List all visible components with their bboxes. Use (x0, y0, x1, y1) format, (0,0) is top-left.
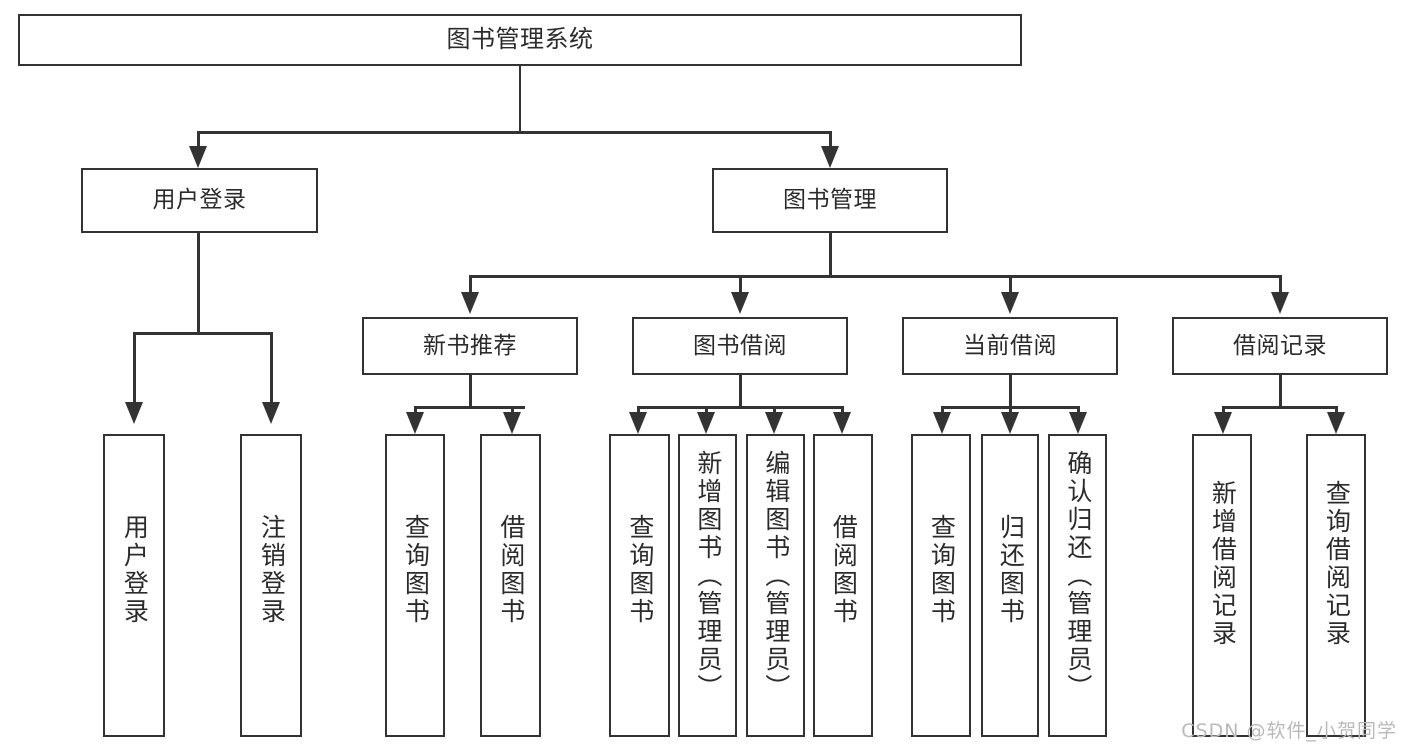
connector-user-login-stem (197, 233, 200, 333)
leaf-label: 查询图书 (401, 514, 431, 626)
connector-book-manage-drop-3 (1009, 275, 1012, 297)
connector-book-manage-drop-4 (1279, 275, 1282, 297)
leaf-nb-query-book[interactable]: 查询图书 (385, 434, 445, 737)
leaf-br-add-record[interactable]: 新增借阅记录 (1192, 434, 1252, 737)
leaf-label: 查询图书 (625, 514, 655, 626)
node-label: 图书管理系统 (446, 25, 594, 54)
connector-book-manage-drop-1 (469, 275, 472, 297)
arrow-to-borrow-record (1271, 292, 1289, 314)
connector-book-manage-drop-2 (739, 275, 742, 297)
leaf-label: 归还图书 (996, 514, 1026, 626)
connector-book-manage-bus (470, 275, 1280, 278)
arrow-to-leaf-br-2 (1327, 412, 1345, 434)
leaf-label: 新增借阅记录 (1208, 480, 1238, 648)
node-new-book-recommendation[interactable]: 新书推荐 (362, 317, 578, 375)
leaf-cb-query-book[interactable]: 查询图书 (911, 434, 971, 737)
connector-borrow-book-stem (739, 375, 742, 407)
leaf-label: 确认归还（管理员） (1063, 450, 1093, 702)
arrow-to-leaf-br-1 (1214, 412, 1232, 434)
leaf-label: 注销登录 (257, 514, 287, 626)
connector-root-bus (198, 131, 831, 134)
arrow-to-user-login (189, 146, 207, 168)
leaf-bb-edit-book-admin[interactable]: 编辑图书（管理员） (746, 434, 805, 737)
arrow-to-leaf-bb-2 (697, 412, 715, 434)
leaf-label: 借阅图书 (496, 514, 526, 626)
arrow-to-leaf-cb-2 (1001, 412, 1019, 434)
connector-borrow-book-bus (638, 406, 843, 409)
node-root-book-management-system[interactable]: 图书管理系统 (18, 14, 1022, 66)
arrow-to-leaf-bb-3 (765, 412, 783, 434)
leaf-label: 借阅图书 (829, 514, 859, 626)
connector-book-manage-stem (829, 233, 832, 276)
leaf-bb-borrow-book[interactable]: 借阅图书 (813, 434, 873, 737)
connector-root-stem (518, 66, 521, 132)
node-book-management[interactable]: 图书管理 (712, 168, 948, 233)
arrow-to-borrow-book (731, 292, 749, 314)
leaf-cb-return-book[interactable]: 归还图书 (981, 434, 1039, 737)
leaf-bb-add-book-admin[interactable]: 新增图书（管理员） (678, 434, 737, 737)
leaf-nb-borrow-book[interactable]: 借阅图书 (480, 434, 541, 737)
connector-root-drop-1 (197, 131, 200, 151)
leaf-br-query-record[interactable]: 查询借阅记录 (1306, 434, 1366, 737)
node-label: 当前借阅 (963, 332, 1057, 359)
leaf-label: 查询借阅记录 (1322, 480, 1352, 648)
node-label: 图书借阅 (693, 332, 787, 359)
connector-user-login-bus (134, 332, 271, 335)
leaf-cb-confirm-return-admin[interactable]: 确认归还（管理员） (1048, 434, 1107, 737)
node-label: 图书管理 (783, 187, 877, 214)
connector-user-login-drop-1 (133, 332, 136, 404)
leaf-label: 编辑图书（管理员） (761, 450, 791, 702)
node-borrowing-record[interactable]: 借阅记录 (1172, 317, 1388, 375)
node-label: 新书推荐 (423, 332, 517, 359)
arrow-to-book-manage (821, 146, 839, 168)
arrow-to-leaf-nb-1 (406, 412, 424, 434)
arrow-to-leaf-bb-1 (629, 412, 647, 434)
watermark-text: CSDN @软件_小贺同学 (1181, 720, 1397, 742)
connector-current-borrow-stem (1009, 375, 1012, 407)
arrow-to-leaf-cb-1 (933, 412, 951, 434)
connector-new-book-bus (415, 406, 525, 409)
connector-user-login-drop-2 (270, 332, 273, 404)
arrow-to-leaf-cb-3 (1069, 412, 1087, 434)
connector-new-book-stem (469, 375, 472, 407)
node-label: 借阅记录 (1233, 332, 1327, 359)
leaf-logout[interactable]: 注销登录 (240, 434, 302, 737)
leaf-bb-query-book[interactable]: 查询图书 (609, 434, 670, 737)
arrow-to-leaf-bb-4 (833, 412, 851, 434)
connector-borrow-record-bus (1223, 406, 1337, 409)
node-label: 用户登录 (152, 187, 247, 214)
arrow-to-leaf-logout (262, 402, 280, 424)
arrow-to-leaf-nb-2 (503, 412, 521, 434)
leaf-user-login[interactable]: 用户登录 (103, 434, 165, 737)
leaf-label: 用户登录 (120, 514, 150, 626)
connector-root-drop-2 (829, 131, 832, 151)
node-user-login[interactable]: 用户登录 (81, 168, 318, 233)
connector-borrow-record-stem (1279, 375, 1282, 407)
arrow-to-new-book (461, 292, 479, 314)
arrow-to-current-borrow (1001, 292, 1019, 314)
node-book-borrowing[interactable]: 图书借阅 (632, 317, 848, 375)
leaf-label: 新增图书（管理员） (693, 450, 723, 702)
arrow-to-leaf-user-login (125, 402, 143, 424)
node-current-borrowing[interactable]: 当前借阅 (902, 317, 1118, 375)
leaf-label: 查询图书 (927, 514, 957, 626)
